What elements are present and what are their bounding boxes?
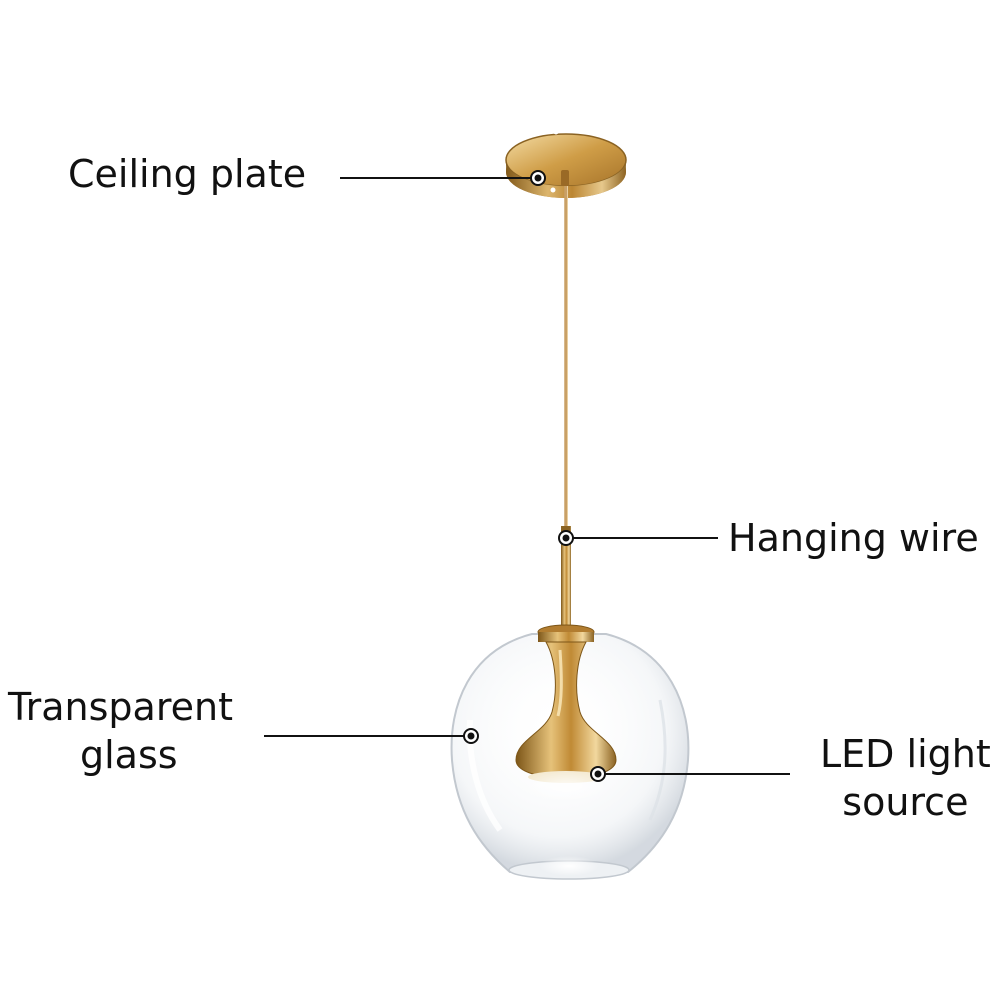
label-led-light-source-line-1: LED light: [820, 732, 991, 776]
led-fixture: [515, 624, 617, 802]
label-hanging-wire: Hanging wire: [728, 516, 979, 560]
label-led-light-source-line-2: source: [842, 780, 969, 824]
callout-led-light-source: [590, 766, 790, 782]
label-ceiling-plate: Ceiling plate: [68, 152, 307, 196]
label-transparent-glass: Transparent glass: [8, 683, 233, 779]
hanging-wire: [561, 186, 571, 626]
callout-hanging-wire: [558, 530, 718, 546]
label-transparent-glass-line-2: glass: [80, 733, 178, 777]
label-transparent-glass-line-1: Transparent: [8, 685, 233, 729]
callout-ceiling-plate: [340, 170, 546, 186]
label-led-light-source: LED light source: [820, 730, 991, 826]
callout-transparent-glass: [264, 728, 479, 744]
